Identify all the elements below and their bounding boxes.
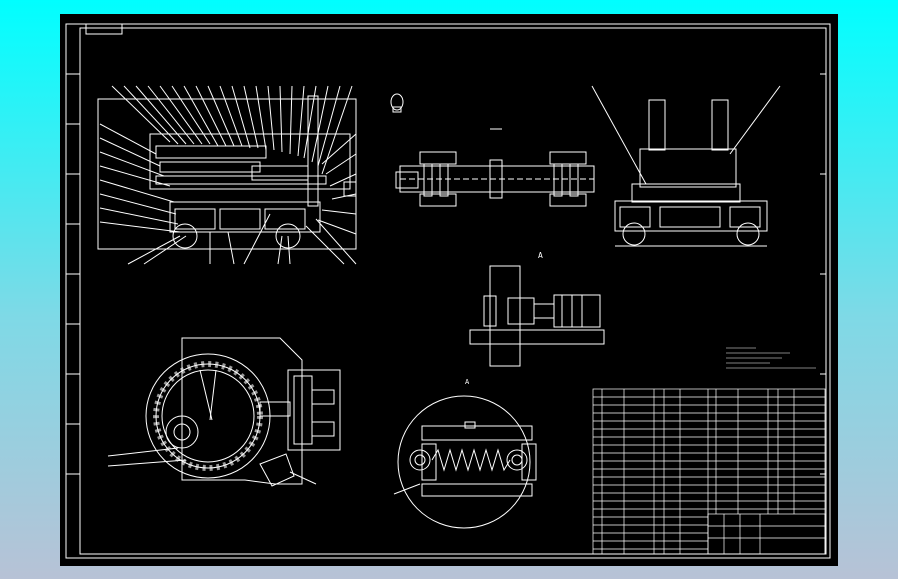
- drawing-sheet: A A: [60, 14, 838, 566]
- technical-notes: [726, 347, 816, 369]
- top-view: [395, 128, 595, 207]
- cad-drawing: A A: [65, 23, 831, 559]
- detail-view-drive: [469, 265, 605, 367]
- view-b-label: A: [465, 378, 470, 386]
- title-tag-box: [85, 23, 123, 35]
- view-a-label: A: [538, 251, 543, 260]
- parts-list-table: [592, 388, 826, 555]
- inner-border: [79, 27, 827, 555]
- front-view: [97, 85, 357, 265]
- section-symbol: [390, 93, 404, 113]
- side-view: [591, 85, 781, 247]
- outer-border: [65, 23, 831, 559]
- spring-detail-view: [393, 395, 537, 529]
- left-zone-ruler: [66, 73, 80, 475]
- circular-detail-view: [107, 337, 341, 487]
